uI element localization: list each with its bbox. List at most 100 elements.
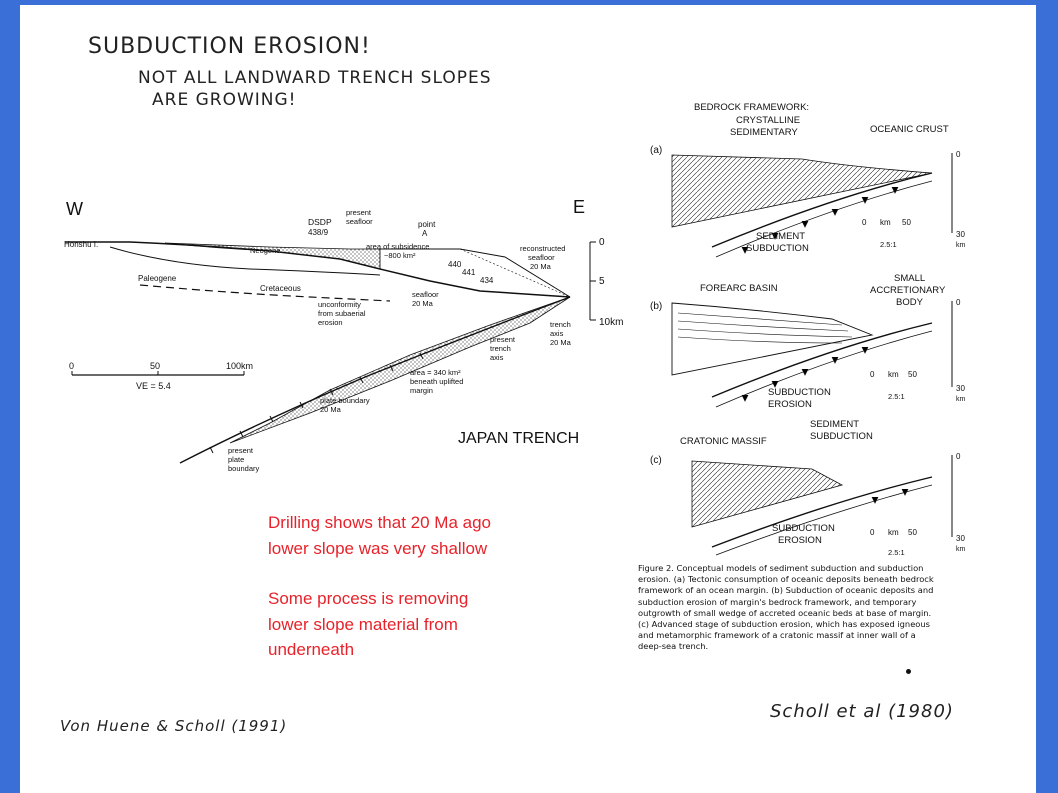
seafloor20-label-1: seafloor bbox=[412, 290, 439, 299]
km-label-c: km bbox=[888, 528, 899, 537]
scale-0: 0 bbox=[69, 361, 74, 371]
figure-caption-line: Figure 2. Conceptual models of sediment … bbox=[638, 563, 924, 573]
km-0-c: 0 bbox=[870, 528, 875, 537]
figure-caption-line: deep-sea trench. bbox=[638, 641, 709, 652]
trench-axis-label-1: trench bbox=[550, 320, 571, 329]
citation-right-text: Scholl et al (1980) bbox=[770, 701, 954, 722]
sed-sub-a-label-2: SUBDUCTION bbox=[746, 243, 809, 254]
small-label-1: SMALL bbox=[894, 273, 925, 284]
scale-50: 50 bbox=[150, 361, 160, 371]
slide: SUBDUCTION EROSION! NOT ALL LANDWARD TRE… bbox=[20, 5, 1036, 793]
point-a-label-2: A bbox=[422, 229, 428, 238]
ratio-a: 2.5:1 bbox=[880, 240, 897, 249]
reconstructed-label-3: 20 Ma bbox=[530, 262, 552, 271]
citation-left: Von Huene & Scholl (1991) bbox=[60, 717, 287, 735]
forearc-label: FOREARC BASIN bbox=[700, 283, 778, 294]
unconformity-label-1: unconformity bbox=[318, 300, 361, 309]
depth-30-a: 30 bbox=[956, 230, 965, 239]
red-annotation-line-4: lower slope material from bbox=[268, 614, 458, 634]
sed-sub-a-label-1: SEDIMENT bbox=[756, 231, 805, 242]
present-plate-label-2: plate bbox=[228, 455, 244, 464]
citation-right: Scholl et al (1980) bbox=[770, 701, 954, 722]
trench-axis-label-2: axis bbox=[550, 329, 564, 338]
citation-left-text: Von Huene & Scholl (1991) bbox=[60, 717, 288, 735]
small-label-3: BODY bbox=[896, 297, 924, 308]
present-seafloor-label-1: present bbox=[346, 208, 372, 217]
bedrock-label: BEDROCK FRAMEWORK: bbox=[694, 102, 809, 113]
figure-caption-line: and metamorphic framework of a cratonic … bbox=[638, 630, 916, 641]
depth-10: 10km bbox=[599, 317, 623, 328]
figure-caption: Figure 2. Conceptual models of sediment … bbox=[638, 563, 1008, 653]
depth-0: 0 bbox=[599, 237, 605, 248]
present-trench-label-2: trench bbox=[490, 344, 511, 353]
title-line-3: ARE GROWING! bbox=[152, 90, 297, 110]
km-50-c: 50 bbox=[908, 528, 917, 537]
km-label-a: km bbox=[880, 218, 891, 227]
site-434: 434 bbox=[480, 276, 494, 285]
cratonic-label: CRATONIC MASSIF bbox=[680, 436, 767, 447]
handwritten-subtitle: NOT ALL LANDWARD TRENCH SLOPES ARE GROWI… bbox=[138, 67, 492, 111]
small-label-2: ACCRETIONARY bbox=[870, 285, 946, 296]
ratio-b: 2.5:1 bbox=[888, 392, 905, 401]
honshu-label: Honshu I. bbox=[64, 240, 98, 249]
cretaceous-label: Cretaceous bbox=[260, 284, 301, 293]
reconstructed-label-1: reconstructed bbox=[520, 244, 565, 253]
ve-label: VE = 5.4 bbox=[136, 381, 171, 391]
panel-b-label: (b) bbox=[650, 301, 662, 312]
area-subsidence-label-1: area of subsidence bbox=[366, 242, 429, 251]
km-0-b: 0 bbox=[870, 370, 875, 379]
sed-sub-b-label-2: SUBDUCTION bbox=[810, 431, 873, 442]
km-label-b: km bbox=[888, 370, 899, 379]
figure-caption-line: subduction erosion of margin's bedrock f… bbox=[638, 596, 917, 607]
stray-dot bbox=[906, 669, 911, 674]
present-trench-label-3: axis bbox=[490, 353, 504, 362]
point-a-label-1: point bbox=[418, 220, 436, 229]
figure-caption-line: outgrowth of small wedge of accreted oce… bbox=[638, 607, 932, 618]
figure-caption-line: framework of an ocean margin. (b) Subduc… bbox=[638, 585, 934, 596]
unconformity-label-2: from subaerial bbox=[318, 309, 366, 318]
present-trench-label-1: present bbox=[490, 335, 516, 344]
area340-label-3: margin bbox=[410, 386, 433, 395]
dsdp-site-label: 438/9 bbox=[308, 228, 329, 237]
area-subsidence-label-2: ~800 km² bbox=[384, 251, 416, 260]
sub-ero-b-label-1: SUBDUCTION bbox=[768, 387, 831, 398]
west-label: W bbox=[66, 199, 83, 219]
panel-a-label: (a) bbox=[650, 145, 662, 156]
red-annotation: Drilling shows that 20 Ma ago lower slop… bbox=[268, 510, 588, 663]
seafloor20-label-2: 20 Ma bbox=[412, 299, 434, 308]
sedimentary-label: SEDIMENTARY bbox=[730, 127, 798, 138]
plate20-label-2: 20 Ma bbox=[320, 405, 342, 414]
subduction-models-figure: BEDROCK FRAMEWORK: CRYSTALLINE SEDIMENTA… bbox=[650, 102, 966, 557]
trench-axis-label-3: 20 Ma bbox=[550, 338, 572, 347]
title-line-2: NOT ALL LANDWARD TRENCH SLOPES bbox=[138, 68, 492, 88]
ratio-c: 2.5:1 bbox=[888, 548, 905, 557]
reconstructed-label-2: seafloor bbox=[528, 253, 555, 262]
depth-km-b: km bbox=[956, 396, 966, 403]
area340-label-2: beneath uplifted bbox=[410, 377, 463, 386]
km-50-b: 50 bbox=[908, 370, 917, 379]
depth-0-b: 0 bbox=[956, 298, 961, 307]
plate20-label-1: plate boundary bbox=[320, 396, 370, 405]
red-annotation-line-3: Some process is removing bbox=[268, 589, 469, 608]
site-440: 440 bbox=[448, 260, 462, 269]
red-annotation-line-1: Drilling shows that 20 Ma ago bbox=[268, 513, 492, 532]
dsdp-label: DSDP bbox=[308, 217, 332, 227]
depth-30-b: 30 bbox=[956, 384, 965, 393]
paragraph-gap bbox=[268, 561, 588, 586]
japan-trench-label: JAPAN TRENCH bbox=[458, 430, 579, 447]
oceanic-crust-label: OCEANIC CRUST bbox=[870, 124, 949, 135]
present-plate-label-1: present bbox=[228, 446, 254, 455]
sed-sub-b-label-1: SEDIMENT bbox=[810, 419, 859, 430]
present-seafloor-label-2: seafloor bbox=[346, 217, 373, 226]
depth-0-c: 0 bbox=[956, 452, 961, 461]
paleogene-label: Paleogene bbox=[138, 274, 177, 283]
site-441: 441 bbox=[462, 268, 476, 277]
present-plate-label-3: boundary bbox=[228, 464, 260, 473]
area340-label-1: area = 340 km² bbox=[410, 368, 461, 377]
title-line-1: SUBDUCTION EROSION! bbox=[88, 34, 371, 59]
east-label: E bbox=[573, 197, 585, 217]
crystalline-label: CRYSTALLINE bbox=[736, 115, 800, 126]
depth-0-a: 0 bbox=[956, 150, 961, 159]
sub-ero-b-label-2: EROSION bbox=[768, 399, 812, 410]
red-annotation-line-5: underneath bbox=[268, 640, 355, 659]
